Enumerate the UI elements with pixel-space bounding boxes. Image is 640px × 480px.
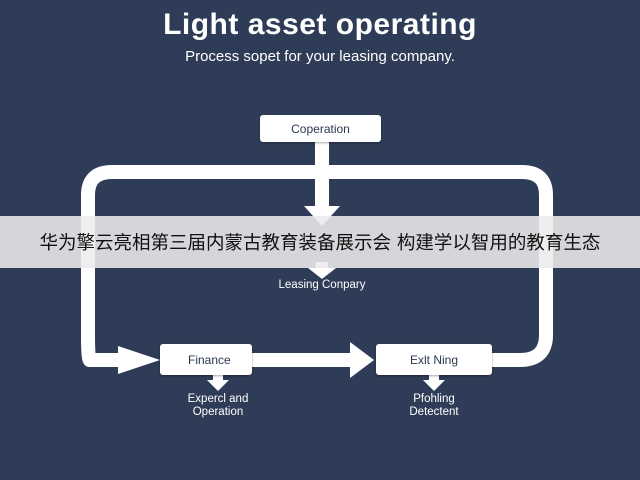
diagram-subtitle: Process sopet for your leasing company. (185, 48, 455, 65)
node-exit-label: Exlt Ning (409, 352, 459, 367)
arrow-into-finance (118, 346, 160, 374)
node-cooperation-label: Coperation (291, 121, 350, 136)
caption-banner-text: 华为擎云亮相第三届内蒙古教育装备展示会 构建学以智用的教育生态 (39, 233, 601, 254)
node-cooperation: Coperation (260, 115, 381, 142)
exit-sublabel: Pfohling Detectent (409, 393, 459, 418)
caption-banner: 华为擎云亮相第三届内蒙古教育装备展示会 构建学以智用的教育生态 (0, 216, 640, 268)
arrow-exit-down (423, 380, 445, 391)
node-finance: Finance (160, 344, 252, 375)
node-finance-label: Finance (188, 352, 231, 367)
arrow-finance-down (207, 380, 229, 391)
arrow-leasing (308, 268, 336, 279)
connector-finance-down (213, 375, 223, 383)
connector-exit-down (429, 375, 439, 383)
node-exit: Exlt Ning (376, 344, 492, 375)
connector-finance-exit (252, 353, 352, 367)
node-leasing-company: Leasing Conpary (278, 279, 366, 291)
finance-sublabel: Expercl and Operation (187, 393, 249, 418)
arrow-finance-exit (350, 342, 374, 378)
diagram-title: Light asset operating (163, 8, 477, 41)
connector-cooperation-down (315, 142, 329, 210)
